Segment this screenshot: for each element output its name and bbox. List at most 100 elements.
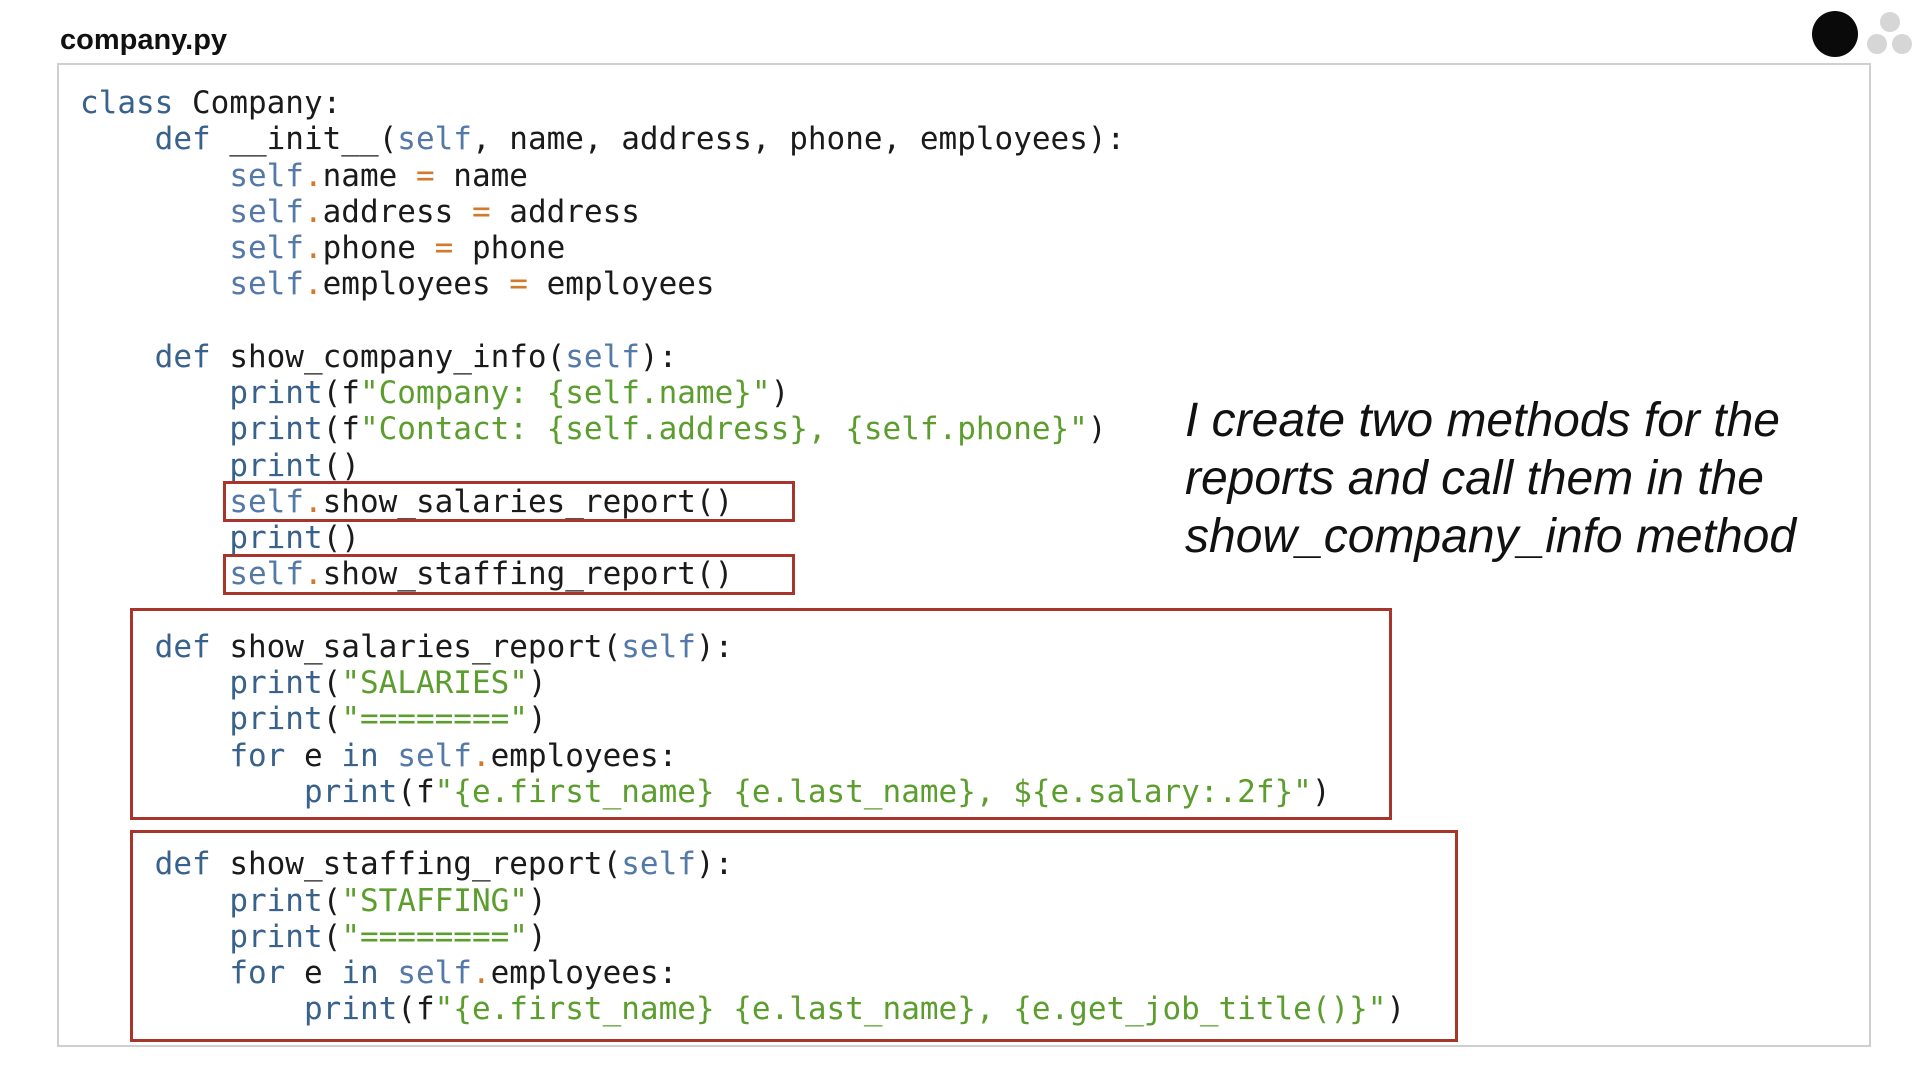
code-line: self.name = name <box>80 158 1405 194</box>
code-line: print("SALARIES") <box>80 665 1405 701</box>
code-token-plain <box>80 121 155 157</box>
code-token-plain: , name, address, phone, employees): <box>471 121 1126 158</box>
code-token-op: . <box>303 157 323 194</box>
code-token-string: "{e.first_name} {e.last_name}, {e.get_jo… <box>434 991 1387 1028</box>
code-token-plain: show_salaries_report( <box>210 628 622 665</box>
code-token-plain: e <box>285 955 342 991</box>
code-token-self: self <box>565 338 640 375</box>
code-token-plain: show_company_info( <box>210 338 566 375</box>
code-line: class Company: <box>80 85 1405 121</box>
logo-dot-small <box>1880 12 1900 32</box>
code-line: self.show_staffing_report() <box>80 556 1405 592</box>
code-token-plain <box>80 230 229 266</box>
code-token-plain: name <box>322 157 416 194</box>
code-token-plain: (f <box>322 411 360 448</box>
code-token-plain <box>80 448 229 484</box>
code-token-plain: ) <box>527 882 547 919</box>
logo-dot-small <box>1867 34 1887 54</box>
code-line: for e in self.employees: <box>80 955 1405 991</box>
code-token-builtin: print <box>303 773 398 810</box>
code-token-builtin: print <box>229 520 323 556</box>
code-token-string: "Contact: {self.address}, {self.phone}" <box>359 411 1088 448</box>
code-token-plain: ): <box>695 628 734 665</box>
code-token-self: self <box>397 121 472 158</box>
code-line: print("========") <box>80 701 1405 737</box>
code-token-op: = <box>471 193 491 230</box>
code-token-plain: ) <box>1386 991 1406 1028</box>
code-line: print(f"Company: {self.name}") <box>80 375 1405 411</box>
code-token-self: self <box>229 230 304 266</box>
code-token-self: self <box>229 157 304 194</box>
code-token-plain <box>80 339 155 375</box>
code-token-plain: ) <box>527 701 547 738</box>
code-token-plain: show_staffing_report( <box>210 846 622 883</box>
code-token-op: = <box>434 230 454 266</box>
code-token-builtin: print <box>229 411 323 448</box>
code-block: class Company: def __init__(self, name, … <box>80 85 1405 1028</box>
code-line: def show_company_info(self): <box>80 339 1405 375</box>
code-token-plain <box>80 375 229 411</box>
code-token-op: . <box>303 230 323 266</box>
code-token-keyword: in <box>341 955 379 991</box>
highlight-box-staffing-call <box>223 554 795 595</box>
code-token-plain: ) <box>527 665 547 701</box>
code-line: print() <box>80 448 1405 484</box>
code-token-plain: (f <box>397 991 435 1028</box>
code-token-builtin: print <box>303 991 398 1028</box>
code-token-plain: e <box>285 737 342 774</box>
code-token-builtin: print <box>229 447 323 484</box>
code-line: def show_salaries_report(self): <box>80 629 1405 665</box>
code-line: print() <box>80 520 1405 556</box>
code-token-plain: phone <box>453 230 566 266</box>
code-token-string: "========" <box>341 918 528 955</box>
code-line: print(f"{e.first_name} {e.last_name}, {e… <box>80 991 1405 1027</box>
code-token-builtin: print <box>229 882 323 919</box>
code-token-string: "{e.first_name} {e.last_name}, ${e.salar… <box>434 773 1312 810</box>
code-token-plain: (f <box>322 375 360 411</box>
code-token-keyword: in <box>341 737 379 774</box>
code-token-self: self <box>397 955 472 991</box>
code-token-builtin: print <box>229 918 323 955</box>
code-line <box>80 303 1405 339</box>
code-token-keyword: class <box>80 85 174 121</box>
code-token-plain: show_staffing_report() <box>322 556 734 593</box>
code-token-plain: ) <box>1311 773 1331 810</box>
code-token-plain: name <box>434 157 528 194</box>
code-line: for e in self.employees: <box>80 738 1405 774</box>
code-token-plain: ( <box>322 882 342 919</box>
code-token-string: "========" <box>341 701 528 738</box>
code-token-plain: Company: <box>173 85 342 121</box>
highlight-box-salaries-method <box>130 608 1392 820</box>
code-token-op: . <box>303 266 323 303</box>
code-token-self: self <box>229 266 304 303</box>
code-token-plain: () <box>322 520 360 556</box>
code-token-keyword: def <box>154 846 211 883</box>
code-token-string: "STAFFING" <box>341 882 528 919</box>
slide-logo-dots <box>1800 8 1920 58</box>
code-token-plain: ): <box>695 846 734 883</box>
code-token-string: "SALARIES" <box>341 665 528 701</box>
code-token-op: = <box>509 266 528 303</box>
code-token-plain <box>80 194 229 230</box>
code-line: def __init__(self, name, address, phone,… <box>80 121 1405 157</box>
code-token-op: . <box>303 483 323 520</box>
code-token-plain: ) <box>1087 411 1107 448</box>
code-token-op: . <box>471 955 491 991</box>
code-token-plain: ) <box>770 375 790 411</box>
code-token-plain: address <box>322 193 472 230</box>
code-token-keyword: def <box>154 338 211 375</box>
code-token-op: = <box>415 157 435 194</box>
code-token-self: self <box>229 193 304 230</box>
code-token-keyword: for <box>229 955 286 991</box>
annotation-text: I create two methods for the reports and… <box>1185 394 1797 563</box>
code-token-plain: employees <box>322 266 510 303</box>
code-token-plain: ( <box>322 665 342 701</box>
code-token-plain: ) <box>527 918 547 955</box>
code-token-keyword: def <box>154 628 211 665</box>
code-token-builtin: print <box>229 375 323 411</box>
code-token-self: self <box>621 628 696 665</box>
code-token-self: self <box>229 556 304 593</box>
code-token-op: . <box>471 737 491 774</box>
code-line: print(f"Contact: {self.address}, {self.p… <box>80 411 1405 447</box>
code-token-op: . <box>303 556 323 593</box>
